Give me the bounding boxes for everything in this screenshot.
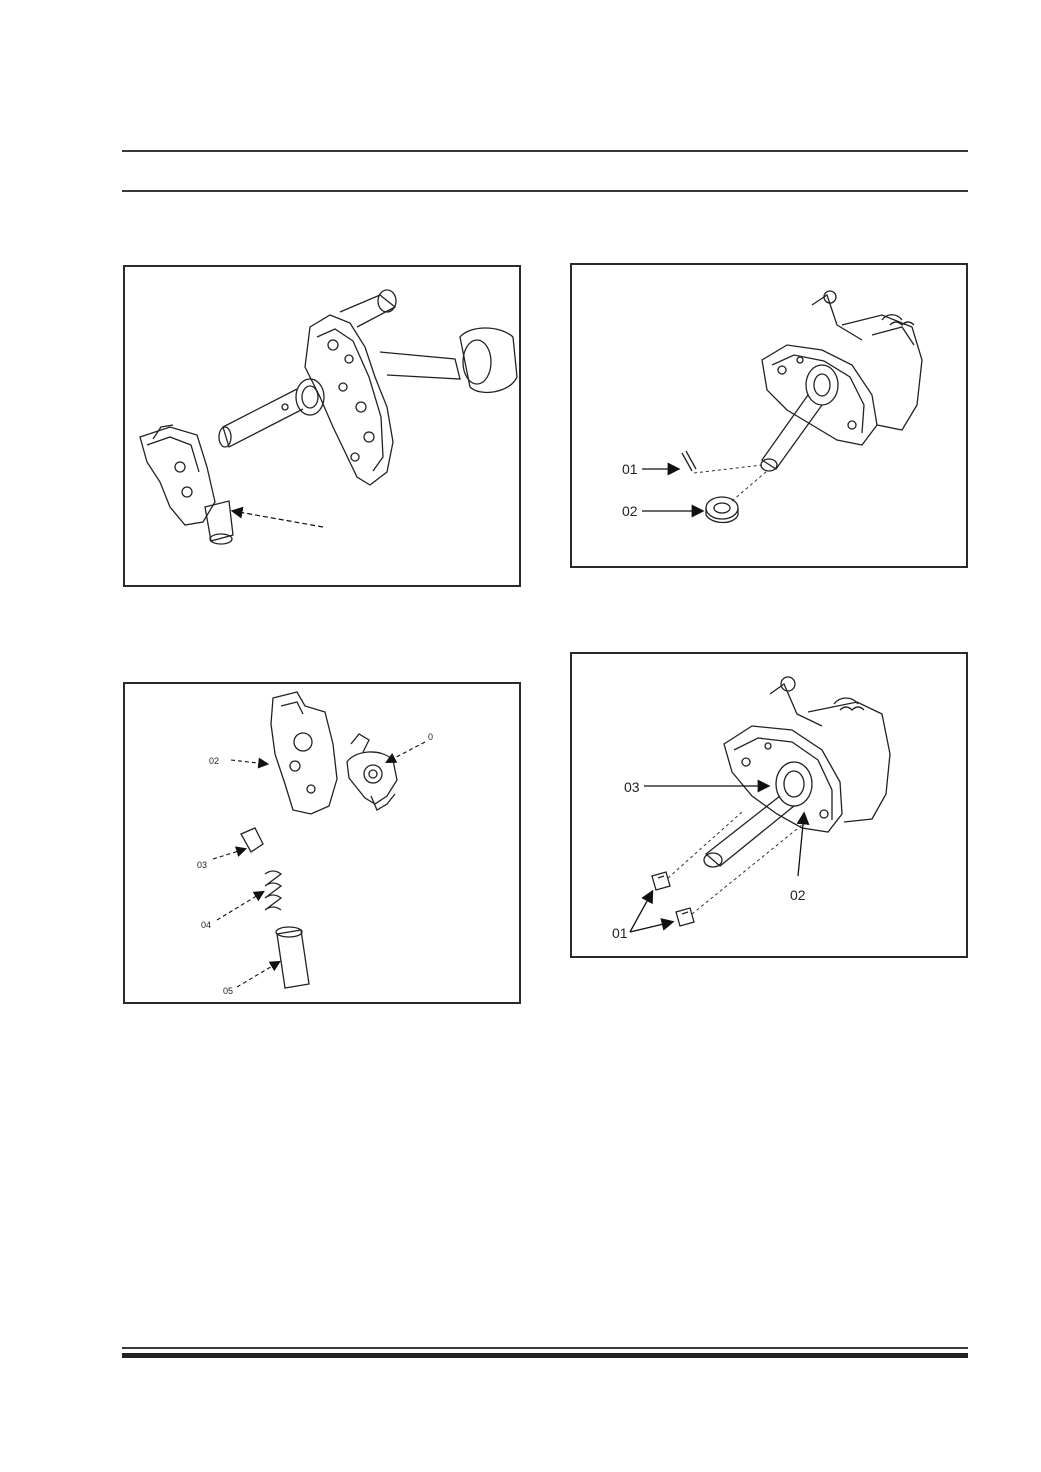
callout-03: 03 <box>197 860 207 870</box>
figure-shift-shaft-assembly <box>123 265 521 587</box>
callout-02: 02 <box>790 887 806 903</box>
figure-bolt-seal-removal: 03 02 01 <box>570 652 968 958</box>
shift-shaft-illustration <box>139 289 518 545</box>
callout-02: 02 <box>209 756 219 766</box>
figure-pin-bearing-removal: 01 02 <box>570 263 968 568</box>
callout-03: 03 <box>624 779 640 795</box>
header-rule-top <box>122 150 968 152</box>
detent-parts-illustration: 02 0 03 04 05 <box>197 691 433 996</box>
callout-05: 05 <box>223 986 233 996</box>
header-rule-bottom <box>122 190 968 192</box>
bolt-seal-illustration: 03 02 01 <box>612 676 891 941</box>
figure-detent-parts-exploded: 02 0 03 04 05 <box>123 682 521 1004</box>
callout-02: 02 <box>622 503 638 519</box>
footer-rule-thick <box>122 1353 968 1358</box>
callout-01: 01 <box>622 461 638 477</box>
pin-bearing-illustration: 01 02 <box>622 290 923 524</box>
callout-04: 04 <box>201 920 211 930</box>
callout-0: 0 <box>428 732 433 742</box>
footer-rule-thin <box>122 1347 968 1349</box>
callout-01: 01 <box>612 925 628 941</box>
